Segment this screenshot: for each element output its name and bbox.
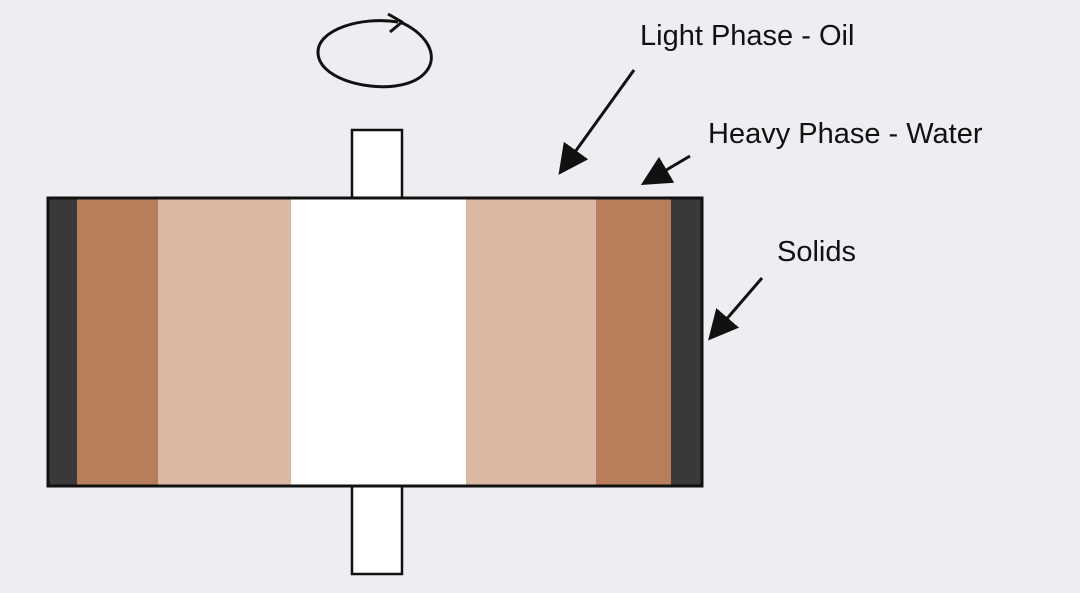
bowl-outline [46,196,704,488]
light-phase-oil-label: Light Phase - Oil [640,20,855,52]
light-phase-oil-layer-left [158,198,291,486]
solids-layer-right [671,198,702,486]
top-shaft [350,128,404,200]
solids-arrow [708,277,764,341]
light-phase-arrow [558,69,636,175]
bowl-core [291,198,466,486]
heavy-phase-arrow [640,154,691,186]
bottom-shaft [350,484,404,576]
heavy-phase-water-layer-left [77,198,158,486]
solids-layer-left [48,198,77,486]
heavy-phase-water-label: Heavy Phase - Water [708,118,983,150]
rotation-arrow-icon [316,12,433,89]
solids-label: Solids [777,236,856,268]
light-phase-oil-layer-right [466,198,596,486]
heavy-phase-water-layer-right [596,198,671,486]
